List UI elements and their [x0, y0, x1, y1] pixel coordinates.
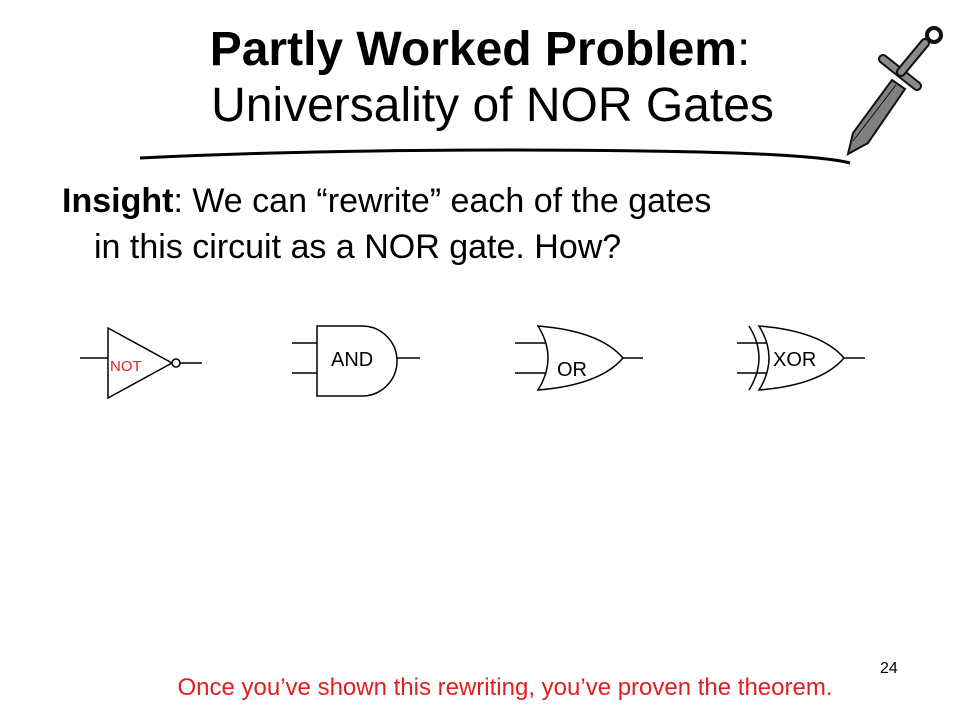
footer-note: Once you’ve shown this rewriting, you’ve… [177, 674, 833, 701]
xor-gate-label: XOR [773, 349, 817, 371]
or-gate-label: OR [557, 359, 587, 381]
insight-text-2: in this circuit as a NOR gate. How? [94, 228, 622, 266]
and-gate [292, 325, 420, 397]
or-gate [515, 325, 643, 391]
title-colon: : [736, 23, 751, 76]
page-number: 24 [880, 660, 898, 677]
not-gate-label: NOT [110, 358, 142, 375]
and-gate-label: AND [331, 349, 374, 371]
sword-icon [846, 26, 943, 156]
not-gate [80, 326, 202, 400]
slide-title-line2: Universality of NOR Gates [211, 79, 774, 132]
insight-label: Insight [62, 182, 174, 220]
xor-gate [737, 325, 865, 391]
title-bold: Partly Worked Problem [209, 23, 737, 76]
insight-paragraph: Insight: We can “rewrite” each of the ga… [62, 178, 882, 270]
insight-text-1: : We can “rewrite” each of the gates [173, 182, 712, 220]
title-underline [139, 148, 851, 165]
slide-title-line1: Partly Worked Problem: [0, 22, 960, 78]
